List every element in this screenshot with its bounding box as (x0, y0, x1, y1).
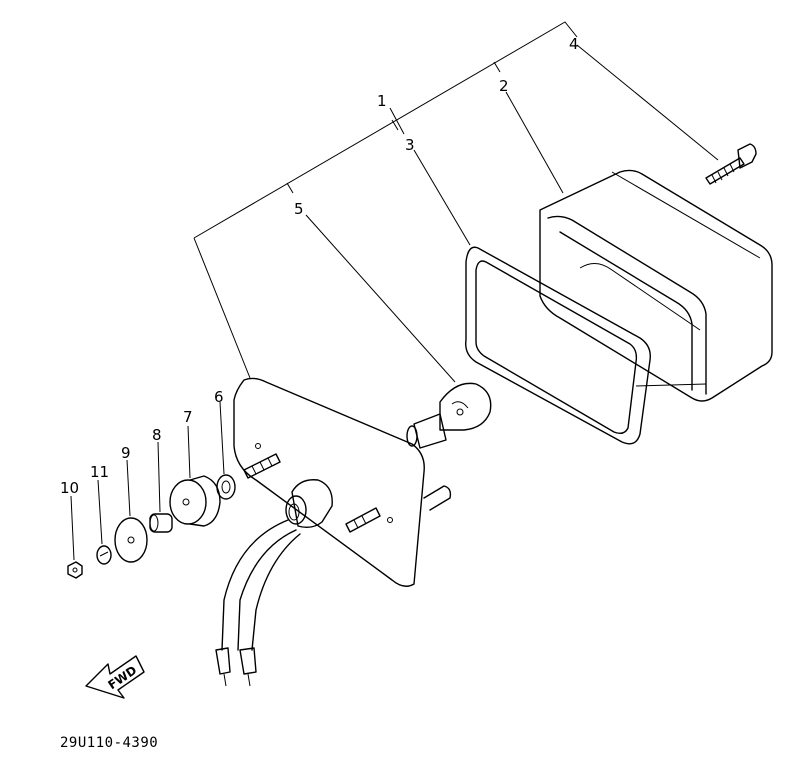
callout-10: 10 (60, 479, 79, 497)
callout-leader-lines (193, 21, 719, 383)
callout-5: 5 (294, 200, 304, 218)
base-plate (215, 377, 452, 687)
callout-2: 2 (499, 77, 509, 95)
small-part-leaders (70, 401, 225, 561)
callout-1: 1 (377, 92, 387, 110)
callout-4: 4 (569, 35, 579, 53)
nut (67, 561, 83, 579)
gasket (465, 246, 651, 445)
collar (149, 513, 173, 533)
callout-11: 11 (90, 463, 109, 481)
callout-7: 7 (183, 408, 193, 426)
bulb (406, 382, 492, 449)
diagram-code: 29U110-4390 (60, 735, 158, 751)
lamp-housing (539, 169, 773, 402)
lock-washer (96, 545, 112, 565)
plate-washer (114, 517, 148, 563)
callout-8: 8 (152, 426, 162, 444)
housing-screw (705, 143, 757, 185)
callout-9: 9 (121, 444, 131, 462)
grommet (169, 475, 221, 527)
fwd-direction-arrow: FWD (85, 655, 145, 699)
callout-6: 6 (214, 388, 224, 406)
callout-3: 3 (405, 136, 415, 154)
fwd-label: FWD (105, 663, 139, 692)
callout-numbers: 1 2 3 4 5 6 7 8 9 10 11 (60, 35, 579, 497)
